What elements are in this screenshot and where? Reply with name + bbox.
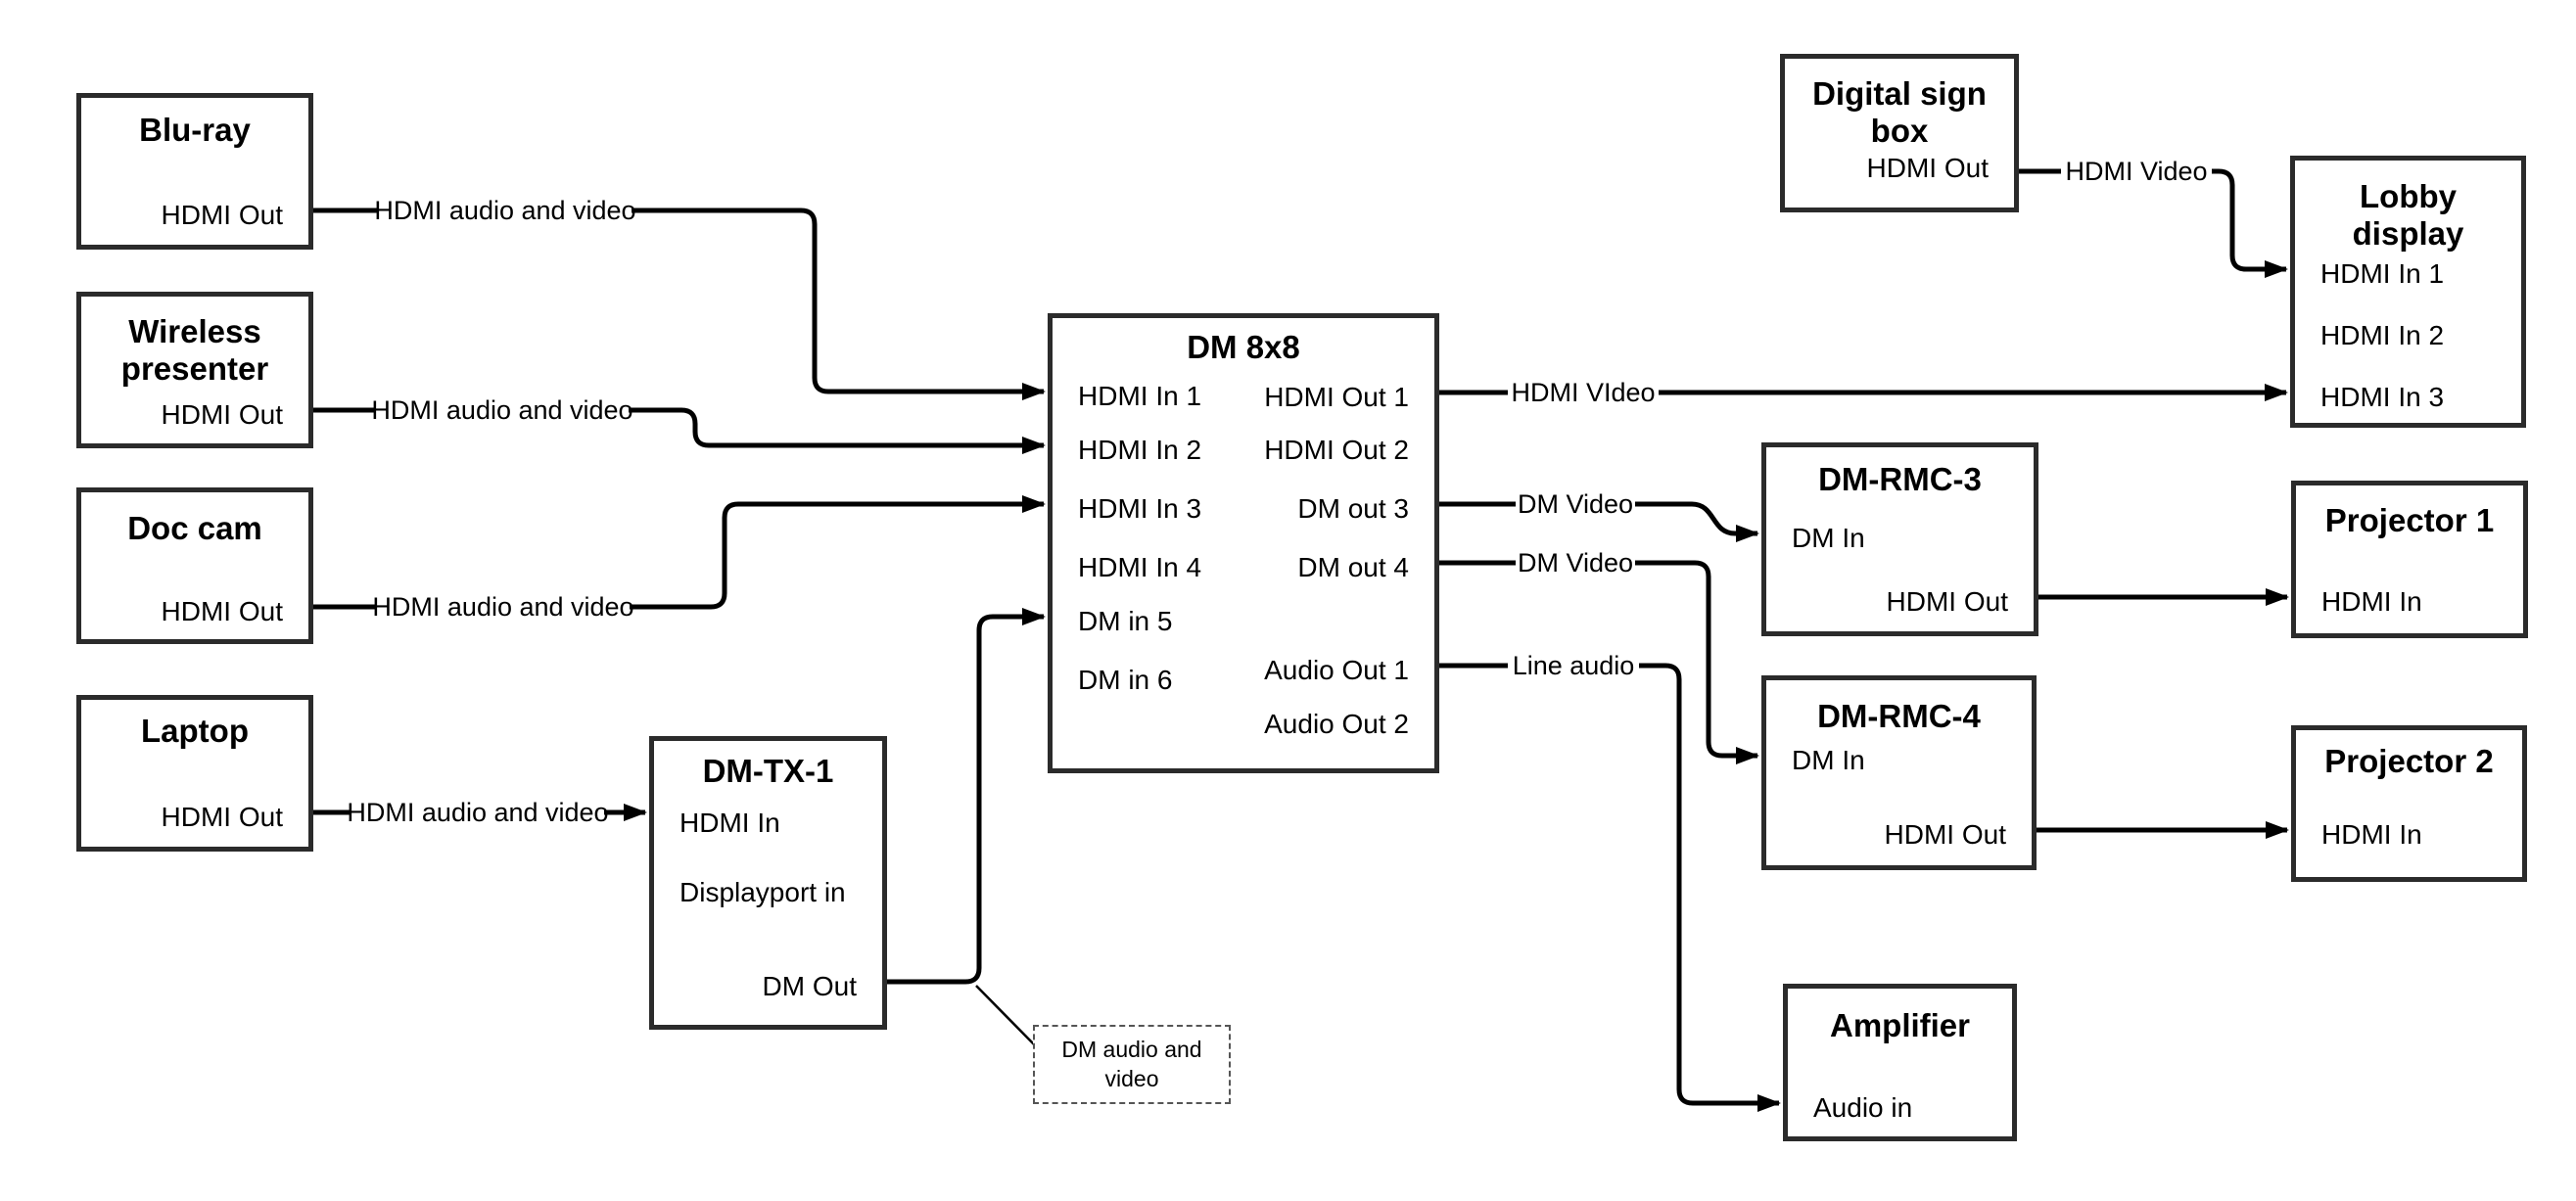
port-hdmi-in-1: HDMI In 1 bbox=[1078, 381, 1202, 411]
port-hdmi-out-2: HDMI Out 2 bbox=[1264, 435, 1409, 465]
port-dm-in: DM In bbox=[1792, 745, 1865, 775]
node-title: Doc cam bbox=[127, 510, 262, 547]
port-hdmi-in: HDMI In bbox=[2321, 586, 2422, 617]
node-dm-rmc-3: DM-RMC-3 DM In HDMI Out bbox=[1761, 442, 2038, 636]
label-bg bbox=[1508, 376, 1659, 409]
port-hdmi-in: HDMI In bbox=[2321, 819, 2422, 850]
port-hdmi-in-4: HDMI In 4 bbox=[1078, 552, 1202, 582]
edge-label-line-audio: Line audio bbox=[1513, 651, 1635, 680]
node-title: Blu-ray bbox=[139, 112, 251, 149]
port-dm-in-5: DM in 5 bbox=[1078, 606, 1173, 636]
node-title: DM 8x8 bbox=[1187, 329, 1300, 366]
note-dm-audio-and-video: DM audio and video bbox=[1033, 1025, 1231, 1104]
label-bg bbox=[2061, 155, 2212, 188]
node-title-text: Lobby display bbox=[2352, 178, 2464, 252]
port-hdmi-in-2: HDMI In 2 bbox=[1078, 435, 1202, 465]
node-projector-2: Projector 2 HDMI In bbox=[2291, 725, 2527, 882]
note-text: DM audio and video bbox=[1061, 1036, 1202, 1091]
node-wireless-presenter: Wireless presenter HDMI Out bbox=[76, 292, 313, 448]
node-laptop: Laptop HDMI Out bbox=[76, 695, 313, 852]
edge-label-hdmi-video-sign: HDMI Video bbox=[2065, 157, 2207, 186]
port-dm-out: DM Out bbox=[762, 971, 857, 1001]
port-displayport-in: Displayport in bbox=[679, 877, 846, 907]
wire-dm8x8-out4-to-rmc4 bbox=[1439, 560, 1759, 764]
node-title: Wireless presenter bbox=[120, 313, 269, 387]
node-title: Projector 1 bbox=[2324, 502, 2495, 539]
node-title: Projector 2 bbox=[2324, 743, 2494, 780]
node-title-text: Digital sign box bbox=[1812, 75, 1987, 149]
node-amplifier: Amplifier Audio in bbox=[1783, 984, 2017, 1141]
node-dm-rmc-4: DM-RMC-4 DM In HDMI Out bbox=[1761, 675, 2037, 870]
note-leader-line bbox=[975, 985, 1036, 1046]
label-bg bbox=[1516, 546, 1635, 579]
edge-label-laptop: HDMI audio and video bbox=[347, 798, 608, 827]
port-audio-in: Audio in bbox=[1813, 1092, 1913, 1123]
wire-dm8x8-out3-to-rmc3 bbox=[1439, 501, 1759, 542]
node-blu-ray: Blu-ray HDMI Out bbox=[76, 93, 313, 250]
node-dm-8x8: DM 8x8 HDMI In 1 HDMI In 2 HDMI In 3 HDM… bbox=[1048, 313, 1439, 773]
port-hdmi-in-3: HDMI In 3 bbox=[1078, 493, 1202, 524]
port-hdmi-out: HDMI Out bbox=[1886, 586, 2008, 617]
node-title: Amplifier bbox=[1829, 1007, 1971, 1044]
node-dm-tx-1: DM-TX-1 HDMI In Displayport in DM Out bbox=[649, 736, 887, 1030]
port-hdmi-in-1: HDMI In 1 bbox=[2320, 258, 2445, 289]
node-doc-cam: Doc cam HDMI Out bbox=[76, 487, 313, 644]
port-hdmi-in-3: HDMI In 3 bbox=[2320, 382, 2445, 412]
label-bg bbox=[1508, 649, 1639, 682]
node-title: DM-TX-1 bbox=[702, 753, 834, 790]
port-hdmi-out: HDMI Out bbox=[161, 200, 283, 230]
node-title: DM-RMC-4 bbox=[1817, 698, 1981, 735]
label-bg bbox=[351, 796, 604, 829]
label-bg bbox=[1516, 487, 1635, 521]
port-hdmi-out-1: HDMI Out 1 bbox=[1264, 382, 1409, 412]
edge-label-dm-video-out3: DM Video bbox=[1518, 489, 1633, 519]
node-title: Laptop bbox=[141, 713, 249, 750]
label-bg bbox=[377, 590, 630, 624]
node-projector-1: Projector 1 HDMI In bbox=[2291, 481, 2528, 638]
wire-digitalsign-to-lobby-in1 bbox=[2019, 168, 2288, 278]
port-hdmi-in-2: HDMI In 2 bbox=[2320, 320, 2445, 350]
edge-label-wireless: HDMI audio and video bbox=[371, 395, 632, 425]
wire-dmtx1-to-dm8x8-in5 bbox=[887, 608, 1046, 985]
node-lobby-display: Lobby display HDMI In 1 HDMI In 2 HDMI I… bbox=[2290, 156, 2526, 428]
label-bg bbox=[376, 393, 629, 427]
wire-wireless-to-dm8x8-in2 bbox=[313, 407, 1046, 454]
node-title: Lobby display bbox=[2295, 178, 2521, 253]
port-hdmi-out: HDMI Out bbox=[1884, 819, 2006, 850]
port-audio-out-2: Audio Out 2 bbox=[1264, 709, 1409, 739]
port-hdmi-out: HDMI Out bbox=[161, 399, 283, 430]
port-hdmi-out: HDMI Out bbox=[161, 596, 283, 626]
port-dm-out-3: DM out 3 bbox=[1297, 493, 1409, 524]
wire-dm8x8-audio1-to-amplifier bbox=[1439, 663, 1781, 1112]
node-title: Digital sign box bbox=[1785, 75, 2014, 150]
port-hdmi-out: HDMI Out bbox=[1866, 153, 1989, 183]
wire-doccam-to-dm8x8-in3 bbox=[313, 495, 1046, 610]
port-audio-out-1: Audio Out 1 bbox=[1264, 655, 1409, 685]
wire-bluray-to-dm8x8-in1 bbox=[313, 208, 1046, 400]
edge-label-bluray: HDMI audio and video bbox=[374, 196, 635, 225]
node-digital-sign-box: Digital sign box HDMI Out bbox=[1780, 54, 2019, 212]
port-dm-out-4: DM out 4 bbox=[1297, 552, 1409, 582]
port-dm-in: DM In bbox=[1792, 523, 1865, 553]
port-dm-in-6: DM in 6 bbox=[1078, 665, 1173, 695]
label-bg bbox=[379, 194, 632, 227]
edge-label-doccam: HDMI audio and video bbox=[372, 592, 633, 622]
port-hdmi-in: HDMI In bbox=[679, 808, 780, 838]
edge-label-hdmi-video-out1: HDMI VIdeo bbox=[1511, 378, 1655, 407]
edge-label-dm-video-out4: DM Video bbox=[1518, 548, 1633, 577]
port-hdmi-out: HDMI Out bbox=[161, 802, 283, 832]
node-title: DM-RMC-3 bbox=[1818, 461, 1982, 498]
